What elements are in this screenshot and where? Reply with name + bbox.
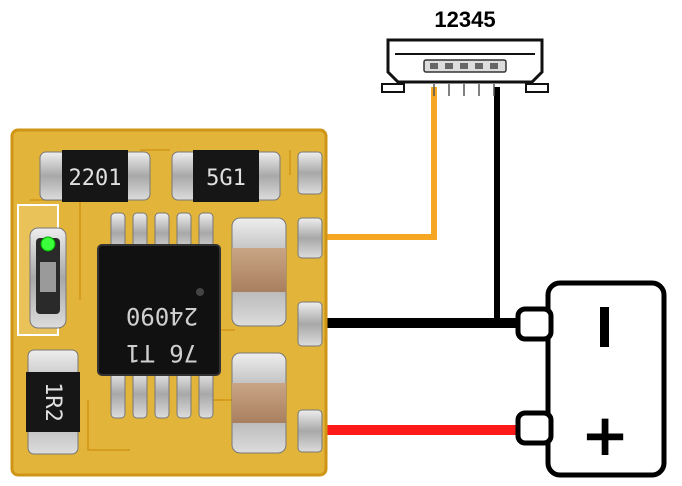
capacitor-top xyxy=(231,217,287,327)
capacitor-bottom xyxy=(231,352,287,454)
resistor-1r2: 1R2 xyxy=(26,349,80,455)
led xyxy=(17,204,67,336)
solder-pad-battery-minus xyxy=(297,301,323,347)
usb-pins xyxy=(430,63,498,69)
usb-connector: 12345 xyxy=(381,7,549,96)
usb-pin-label: 12345 xyxy=(434,7,495,32)
battery-minus-terminal xyxy=(515,306,554,342)
ic-marking-line2: 24090 xyxy=(126,302,198,330)
charger-ic: 76 T1 24090 xyxy=(97,212,221,419)
resistor-label-5g1: 5G1 xyxy=(206,166,246,191)
resistor-2201: 2201 xyxy=(39,150,151,202)
wires xyxy=(313,87,524,435)
orange-wire xyxy=(313,87,437,240)
resistor-5g1: 5G1 xyxy=(171,150,281,202)
resistor-label-1r2: 1R2 xyxy=(40,382,65,422)
battery-minus-symbol xyxy=(600,307,609,347)
resistor-label-2201: 2201 xyxy=(69,166,122,191)
solder-pad-input xyxy=(297,217,323,259)
solder-pad-top xyxy=(297,151,323,195)
ic-package xyxy=(97,244,221,376)
battery-plus-terminal xyxy=(515,410,554,446)
solder-pad-battery-plus xyxy=(297,409,323,453)
usb-legs xyxy=(433,84,495,96)
ic-marking-line1: 76 T1 xyxy=(126,339,198,367)
battery-plus-symbol: + xyxy=(581,401,630,469)
battery-body xyxy=(545,280,667,478)
battery: + xyxy=(515,280,667,478)
charger-pcb: 2201 5G1 xyxy=(10,128,328,477)
